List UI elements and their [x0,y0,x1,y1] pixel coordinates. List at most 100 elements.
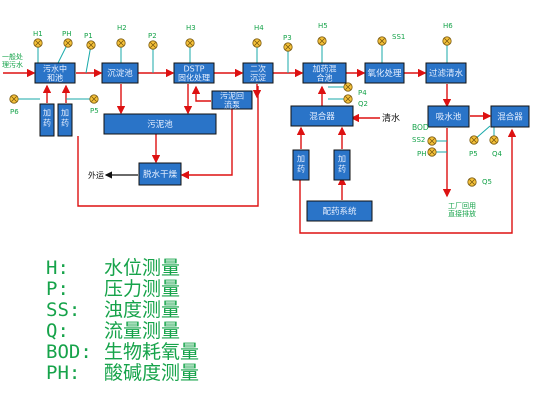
legend-row: SS: 浊度测量 [46,300,306,321]
sensor-q2-12: Q2 [328,94,368,108]
box-label: 加药混 [313,64,337,74]
box-label: 脱水干燥 [143,169,178,180]
box-add-b2: 加药 [333,149,351,181]
sensor-label: P5 [90,107,99,115]
sensor-h1-0: H1 [33,30,43,63]
factory-out-label: 工厂回用直接排放 [448,202,476,218]
sensor-label: SS1 [392,33,405,41]
sensor-label: H6 [443,22,453,30]
sensor-label: P6 [10,108,19,116]
inflow-label: 一般处理污水 [2,52,23,69]
box-dosing: 配药系统 [306,200,373,222]
sensor-h2-3: H2 [116,24,127,63]
sensor-q4-18: Q4 [489,126,503,158]
box-add-left: 加药 [39,103,55,137]
box-add-b1: 加药 [292,149,310,181]
box-label-char: 加 [43,108,51,118]
sensor-p4-11: P4 [328,82,367,97]
sensor-h6-10: H6 [442,22,453,63]
legend-desc: 压力测量 [104,278,181,300]
legend-key: BOD: [46,341,92,363]
box-sediment: 沉淀池 [101,62,139,84]
box-label: DSTP [184,65,205,74]
sensor-p1-2: P1 [84,32,96,74]
legend-desc: 流量测量 [104,320,181,342]
box-label: 和池 [47,73,63,83]
waste-out-label: 外运 [88,170,104,180]
box-mixer-right: 混合器 [490,105,530,128]
sensor-ph-16: PH [417,147,447,158]
box-mixer-mid: 混合器 [290,105,354,127]
box-label: 混合器 [497,112,523,123]
legend-desc: 水位测量 [104,257,181,279]
sensor-ss1-9: SS1 [377,33,405,63]
sensor-p3-7: P3 [283,34,293,73]
sensor-label: Q5 [482,178,492,186]
sensor-label: PH [417,150,427,158]
legend-row: H: 水位测量 [46,258,306,279]
box-label: 污泥回 [220,91,244,101]
sensor-label: P3 [283,34,292,42]
clean-water-label: 清水 [382,112,400,124]
box-label: 氧化处理 [367,68,402,79]
sensor-p6-13: P6 [9,94,40,116]
sensor-label: PH [62,30,72,38]
box-label: 混合器 [309,111,335,122]
legend-key: SS: [46,299,81,321]
sensor-label: P5 [469,150,478,158]
pipe-outer-loop [77,86,259,207]
sensor-p5-14: P5 [66,94,99,115]
legend-row: P:压力测量 [46,279,306,300]
sensor-q5-19: Q5 [467,177,492,187]
sensor-label: H2 [117,24,127,32]
sensor-label: H1 [33,30,43,38]
legend-key: H: [46,257,69,279]
legend-key: PH: [46,362,81,384]
legend-desc: 生物耗氧量 [104,341,200,363]
box-dewater: 脱水干燥 [138,162,182,186]
sensor-h3-5: H3 [185,24,196,63]
pipe-return-to-dstp [191,85,211,102]
sensor-label: H3 [186,24,196,32]
box-label: 污水中 [43,64,67,74]
box-label: 合池 [317,73,333,83]
sensor-p2-4: P2 [148,32,158,73]
sensor-label: H4 [254,24,264,32]
legend-row: PH:酸碱度测量 [46,363,306,384]
sensor-label: Q2 [358,100,368,108]
sensor-label: P2 [148,32,157,40]
sensor-ss2-15: SS2 [412,136,447,146]
box-oxidation: 氧化处理 [364,62,405,84]
box-label-char: 加 [61,108,69,118]
sensor-label: SS2 [412,136,425,144]
sensor-h5-8: H5 [317,22,328,63]
sensor-h4-6: H4 [252,24,264,63]
legend-desc: 浊度测量 [104,299,181,321]
box-add-right: 加药 [57,103,73,137]
bod-label: BOD [412,123,429,132]
sensor-label: P1 [84,32,93,40]
sensor-label: H5 [318,22,328,30]
box-label: 过滤清水 [429,68,464,79]
legend-key: Q: [46,320,69,342]
pipes [3,68,517,234]
box-label-char: 加 [297,154,305,164]
legend-row: Q: 流量测量 [46,321,306,342]
box-label-char: 药 [43,118,51,128]
sensor-p5-17: P5 [469,125,491,158]
sensor-label: Q4 [492,150,503,158]
box-label: 沉淀 [250,73,266,83]
box-label-char: 加 [338,154,346,164]
legend-row: BOD: 生物耗氧量 [46,342,306,363]
box-label: 配药系统 [322,206,357,217]
box-label: 污泥池 [147,119,173,130]
pipe-right-loop [299,128,517,234]
box-filter-clean: 过滤清水 [425,62,467,84]
